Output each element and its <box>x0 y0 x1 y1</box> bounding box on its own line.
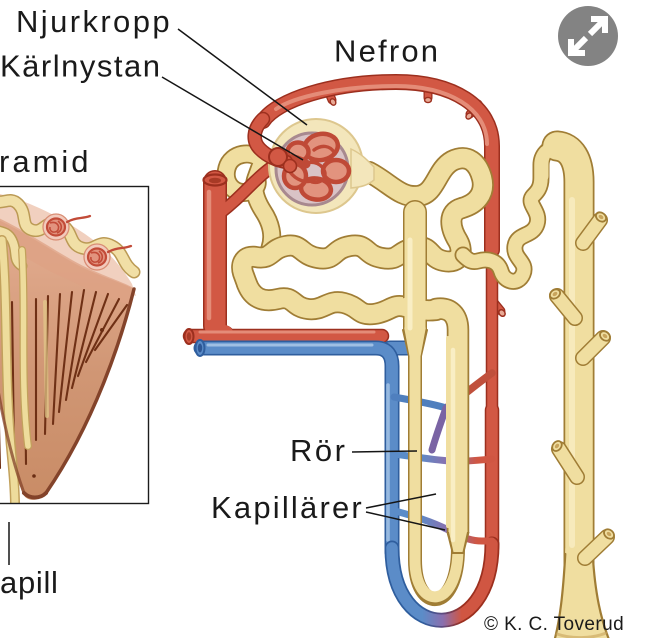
svg-text:Rör: Rör <box>290 433 347 468</box>
svg-text:Nefron: Nefron <box>334 34 440 69</box>
svg-text:© K. C. Toverud: © K. C. Toverud <box>484 614 624 635</box>
svg-text:Njurkropp: Njurkropp <box>16 4 172 39</box>
svg-text:ramid: ramid <box>0 144 92 179</box>
svg-text:Kärlnystan: Kärlnystan <box>0 49 161 84</box>
svg-text:apill: apill <box>0 565 59 600</box>
svg-text:Kapillärer: Kapillärer <box>211 490 364 525</box>
